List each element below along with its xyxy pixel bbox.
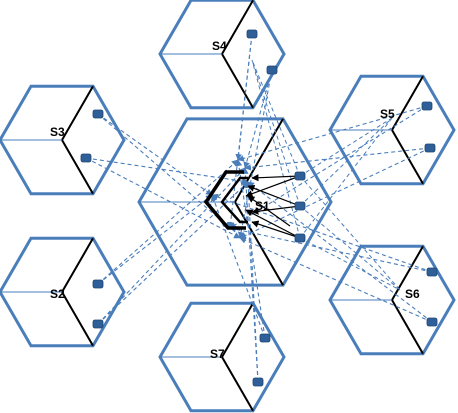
interference-arrow bbox=[97, 167, 246, 325]
hex-cell-s6 bbox=[328, 244, 456, 356]
cell-label-s2: S2 bbox=[50, 287, 65, 301]
cell-label-s1: S1 bbox=[255, 199, 270, 213]
interference-arrow bbox=[97, 113, 213, 196]
mobile-device-icon bbox=[80, 153, 92, 163]
mobile-device-icon bbox=[92, 319, 104, 329]
cell-label-s3: S3 bbox=[50, 125, 65, 139]
hex-cell-s2 bbox=[0, 236, 126, 348]
mobile-device-icon bbox=[294, 233, 306, 243]
antenna-sector-outline bbox=[220, 176, 248, 224]
sector-line bbox=[61, 237, 94, 293]
serving-arrow bbox=[245, 209, 301, 239]
interference-line bbox=[299, 205, 401, 291]
serving-arrow bbox=[251, 205, 301, 215]
interference-line bbox=[299, 175, 401, 291]
interference-arrow bbox=[235, 159, 266, 339]
sector-line bbox=[391, 299, 424, 355]
interference-line bbox=[299, 117, 393, 207]
mobile-device-icon bbox=[92, 109, 104, 119]
interference-line bbox=[299, 117, 393, 239]
sector-line bbox=[391, 245, 424, 301]
mobile-device-icon bbox=[294, 171, 306, 181]
interference-arrow bbox=[211, 193, 433, 273]
serving-arrows-layer bbox=[203, 170, 301, 239]
interference-line bbox=[251, 59, 301, 239]
interference-arrow bbox=[227, 33, 253, 229]
mobile-device-icon bbox=[424, 143, 436, 153]
hex-cell-s3 bbox=[0, 84, 126, 196]
sector-line bbox=[221, 0, 254, 55]
mobile-device-icon bbox=[294, 201, 306, 211]
interference-arrow bbox=[245, 181, 259, 383]
interference-arrow bbox=[237, 105, 428, 162]
labels-layer: S1 S2 S3 S4 S5 S6 S7 bbox=[50, 39, 420, 361]
cell-label-s7: S7 bbox=[210, 347, 225, 361]
mobile-device-icon bbox=[426, 267, 438, 277]
serving-arrow bbox=[251, 174, 301, 182]
hex-cell-s5 bbox=[328, 74, 456, 186]
sector-line bbox=[391, 75, 424, 131]
interference-arrow bbox=[244, 147, 431, 171]
sector-line bbox=[61, 139, 94, 195]
interference-arrow bbox=[97, 159, 239, 285]
mobile-device-icon bbox=[246, 29, 258, 39]
interference-arrow bbox=[243, 69, 273, 169]
sector-line bbox=[234, 201, 284, 286]
mobile-device-icon bbox=[259, 333, 271, 343]
interference-arrow bbox=[97, 113, 231, 229]
antenna-sector-outline bbox=[203, 170, 246, 230]
mobile-device-icon bbox=[426, 317, 438, 327]
sector-line bbox=[61, 291, 94, 347]
serving-arrow bbox=[247, 195, 291, 227]
mobile-device-icon bbox=[421, 101, 433, 111]
sector-line bbox=[221, 53, 254, 109]
sector-line bbox=[221, 302, 254, 358]
serving-arrow bbox=[251, 220, 301, 239]
interference-arrow bbox=[229, 105, 428, 229]
cell-label-s5: S5 bbox=[380, 107, 395, 121]
interference-line bbox=[251, 59, 301, 207]
mobile-device-icon bbox=[266, 65, 278, 75]
cell-label-s4: S4 bbox=[212, 39, 227, 53]
serving-arrow bbox=[247, 184, 301, 207]
mobile-device-icon bbox=[252, 377, 264, 387]
devices-layer bbox=[80, 29, 438, 387]
sector-line bbox=[391, 129, 424, 185]
cell-label-s6: S6 bbox=[405, 287, 420, 301]
interference-arrow bbox=[85, 157, 241, 239]
interference-arrow bbox=[242, 167, 259, 383]
sector-line bbox=[221, 356, 254, 412]
interference-arrow bbox=[97, 194, 213, 285]
hex-cell-s1 bbox=[137, 117, 333, 287]
mobile-device-icon bbox=[92, 279, 104, 289]
interference-arrow bbox=[247, 181, 433, 323]
serving-arrow bbox=[245, 175, 301, 198]
hex-cell-s4 bbox=[158, 0, 286, 110]
sector-line bbox=[61, 85, 94, 141]
interference-line bbox=[299, 237, 401, 291]
